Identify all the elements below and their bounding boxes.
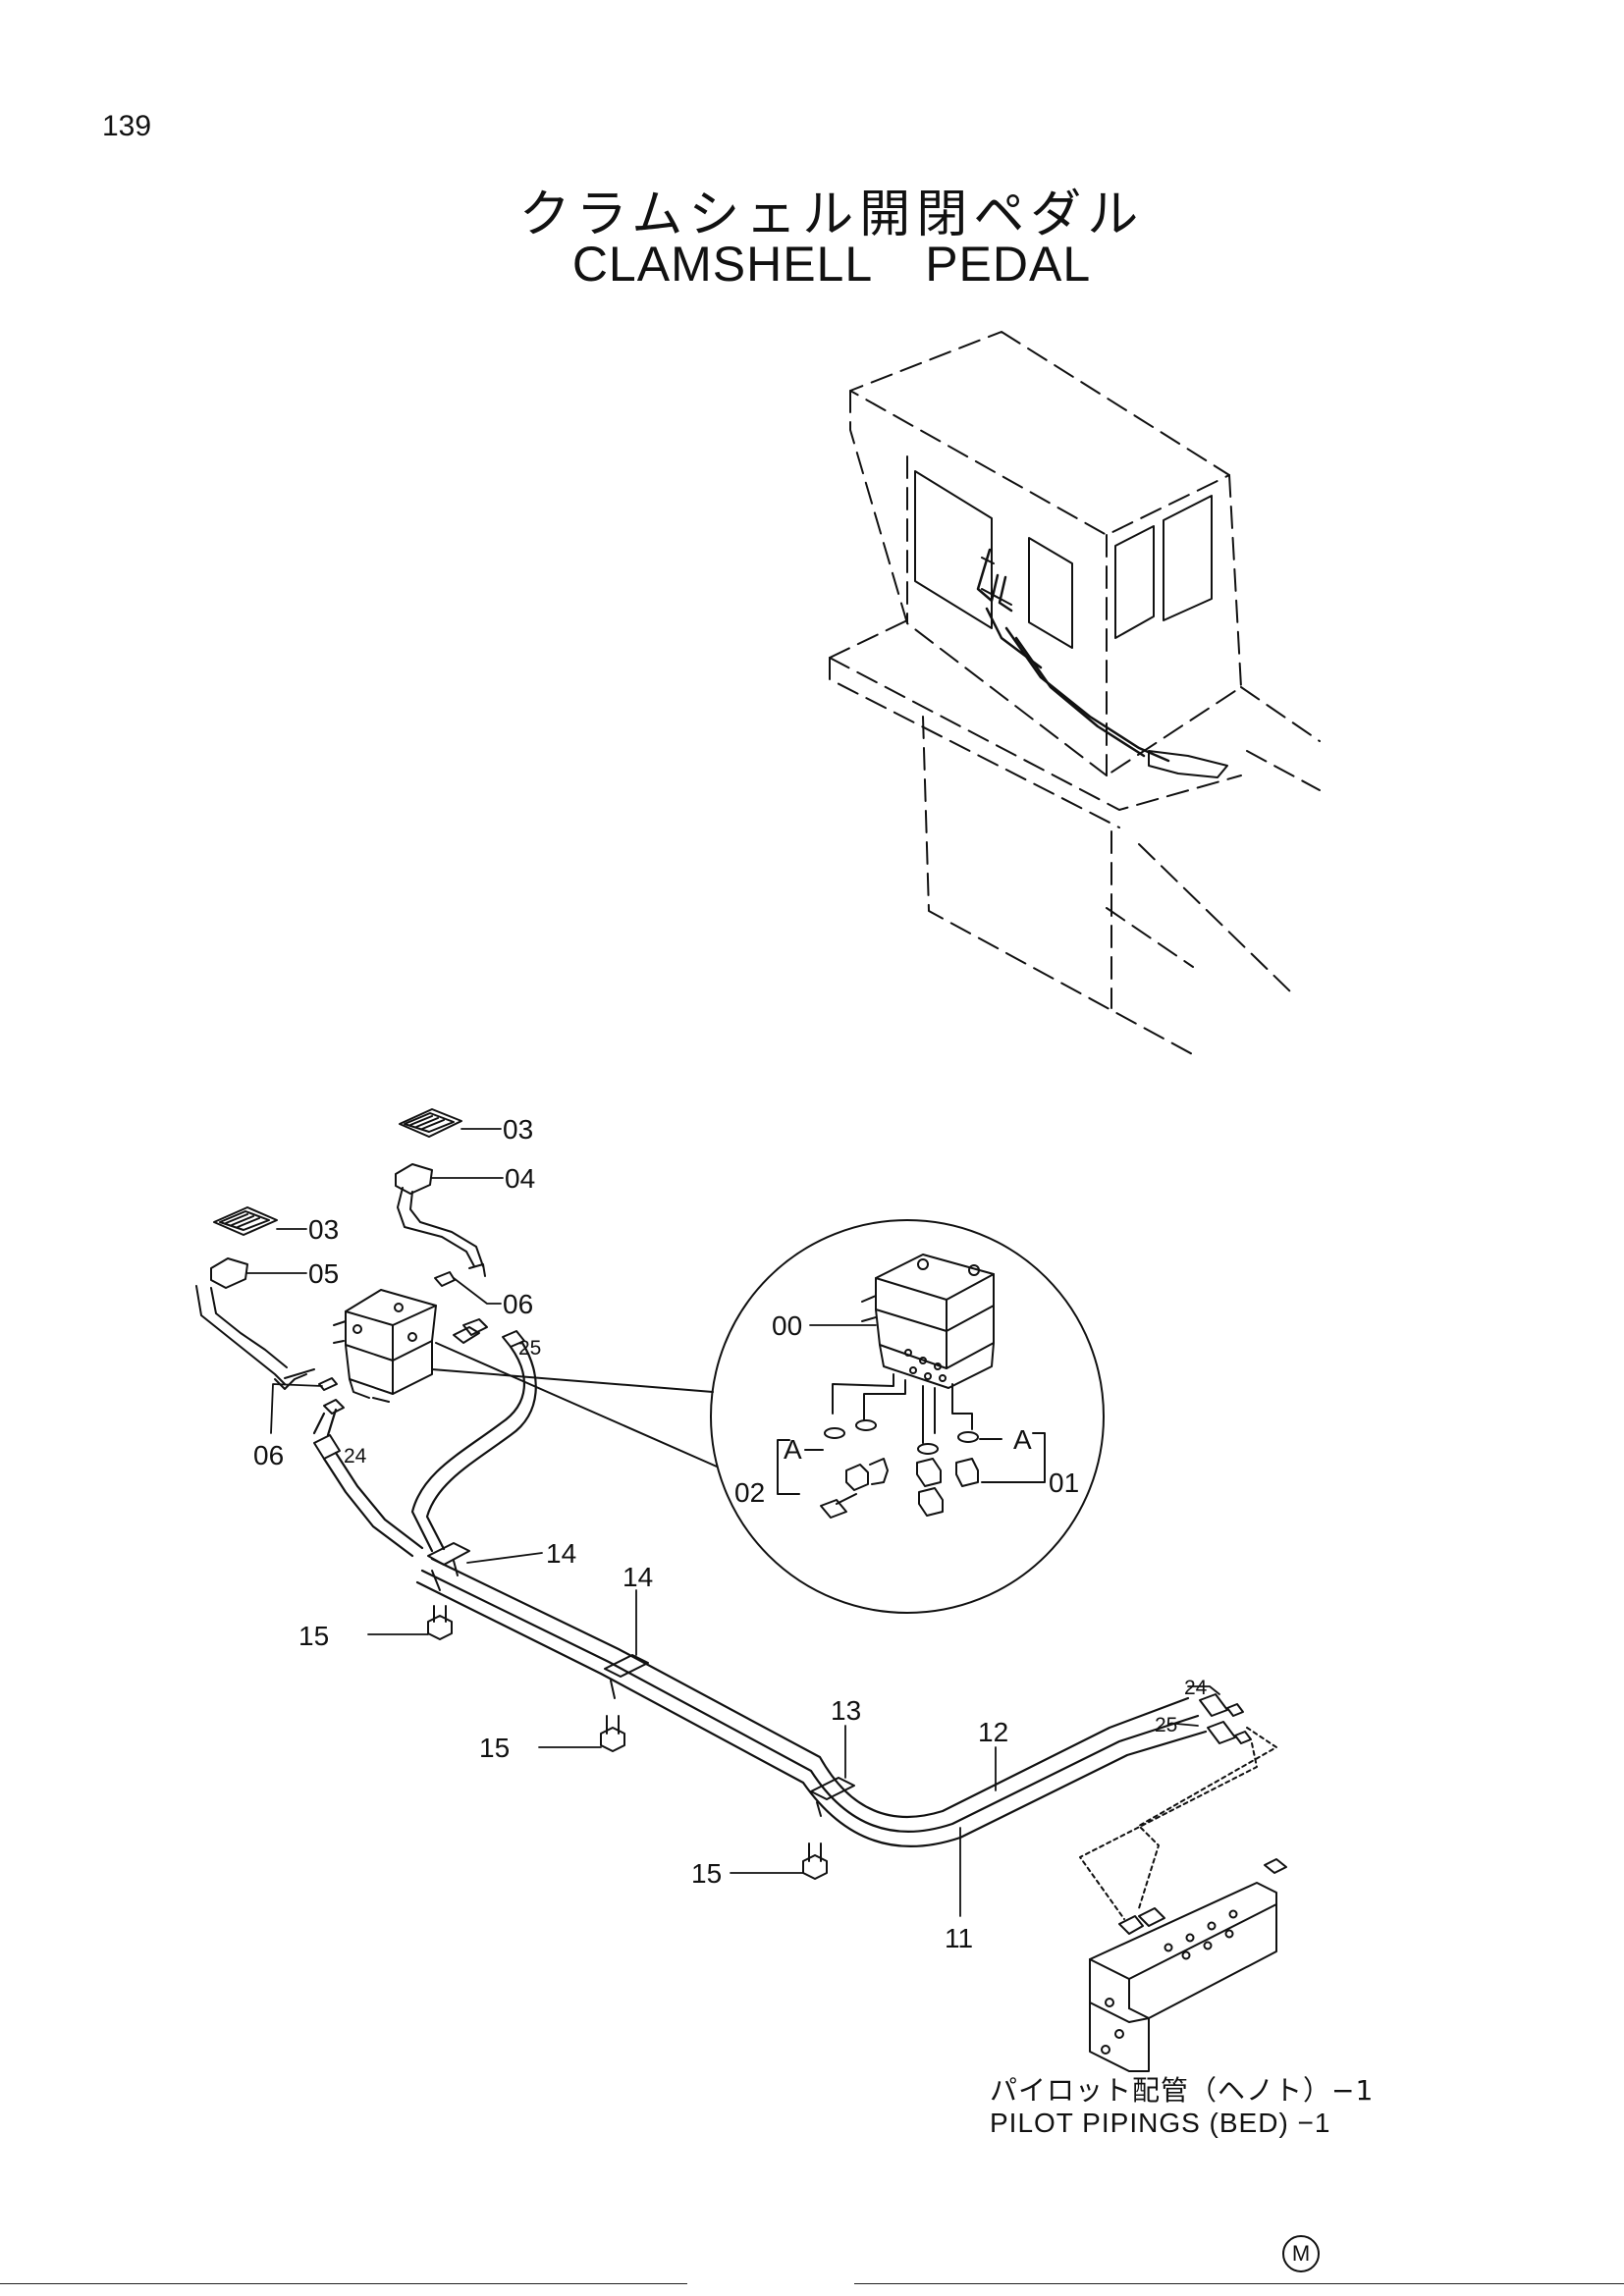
callout-A-right: A (1013, 1424, 1032, 1455)
clamp-14-left (427, 1542, 470, 1591)
footer-divider-right (854, 2283, 1624, 2284)
bolt-15-c (802, 1842, 828, 1880)
callout-06-right: 06 (503, 1289, 533, 1319)
callout-14-left: 14 (546, 1538, 576, 1569)
callout-06-left: 06 (253, 1440, 284, 1470)
callout-05: 05 (308, 1258, 339, 1289)
pilot-line-dashed-to-valve (1079, 1727, 1277, 1920)
pipe-bundle (415, 1557, 1208, 1848)
hose-fittings-pilot-valve (313, 1318, 525, 1460)
callout-13: 13 (831, 1695, 861, 1726)
callout-leaders (246, 1128, 1220, 1917)
footer-divider-left (0, 2283, 687, 2284)
m-mark-icon: M (1282, 2235, 1320, 2272)
control-valve-block (1089, 1858, 1287, 2072)
detail-fittings (820, 1458, 979, 1519)
bolt-15-a (427, 1605, 453, 1640)
clamp-13 (810, 1777, 855, 1817)
callout-15-b: 15 (479, 1733, 510, 1763)
pedal-arm-lower (195, 1257, 315, 1390)
callout-15-a: 15 (298, 1621, 329, 1651)
pedal-arm-upper (395, 1163, 486, 1277)
hose-25 (410, 1341, 537, 1553)
callout-03-upper: 03 (503, 1114, 533, 1145)
pin-upper (434, 1271, 456, 1287)
detail-pilot-valve (861, 1254, 995, 1389)
reference-caption-japanese: パイロット配管（ヘノト）−1 (990, 2074, 1375, 2107)
callout-24-end: 24 (1184, 1677, 1208, 1699)
callout-25-valve: 25 (518, 1337, 541, 1360)
detail-leader-lines (431, 1342, 718, 1468)
callout-A-left: A (784, 1434, 802, 1465)
callout-12: 12 (978, 1717, 1008, 1747)
pedal-pad-lower (213, 1206, 278, 1236)
callout-01: 01 (1049, 1468, 1079, 1498)
clamp-14-center (604, 1654, 649, 1699)
callout-04: 04 (505, 1163, 535, 1194)
callout-15-c: 15 (691, 1858, 722, 1889)
callout-14-center: 14 (623, 1562, 653, 1592)
callout-00: 00 (772, 1310, 802, 1341)
cab-bracket (1148, 750, 1228, 778)
pilot-valve-body (333, 1289, 437, 1403)
callout-25-end: 25 (1155, 1714, 1177, 1736)
detail-magnifier-circle (710, 1219, 1105, 1614)
hose-24 (312, 1408, 424, 1558)
callout-24-valve: 24 (344, 1445, 367, 1468)
pedal-pad-upper (399, 1108, 462, 1138)
detail-bracket-marks (777, 1432, 1046, 1495)
callout-11: 11 (945, 1923, 973, 1953)
page-title-english: CLAMSHELL PEDAL (571, 237, 1092, 292)
callout-02: 02 (734, 1477, 765, 1508)
bolt-15-b (600, 1715, 625, 1752)
pin-lower (318, 1377, 338, 1391)
page-title-japanese: クラムシェル開閉ペダル (518, 186, 1145, 244)
detail-o-rings (804, 1419, 1002, 1455)
callout-03-lower: 03 (308, 1214, 339, 1245)
detail-connector-lines (832, 1373, 973, 1444)
operator-cab-windows (914, 470, 1213, 649)
reference-caption-english: PILOT PIPINGS (BED) −1 (990, 2108, 1331, 2138)
operator-cab-outline (829, 331, 1321, 1058)
callout-labels: 03 04 03 05 06 06 25 24 00 A A 02 01 14 … (253, 1114, 1208, 1953)
page-number: 139 (102, 110, 152, 142)
pipe-end-fittings (1199, 1693, 1252, 1744)
